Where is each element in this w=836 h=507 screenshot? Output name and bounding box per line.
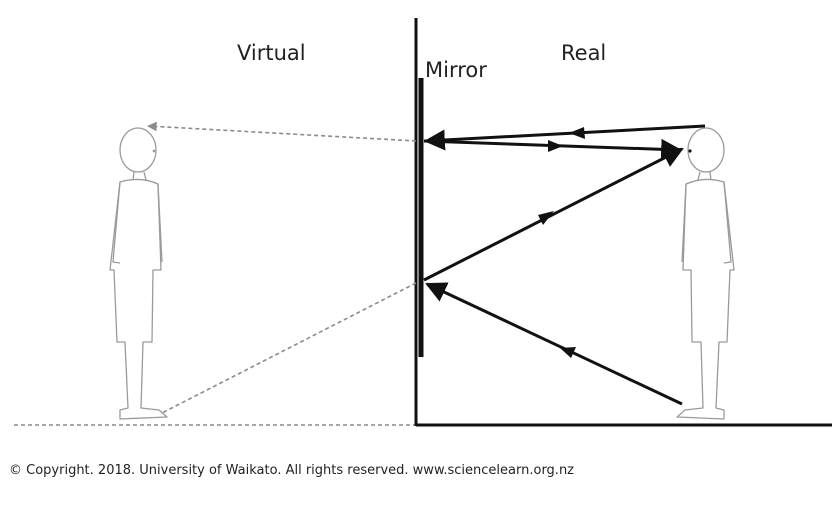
virtual-label: Virtual bbox=[237, 41, 306, 65]
real-label: Real bbox=[561, 41, 607, 65]
ray-head-mid-arrow bbox=[569, 127, 585, 139]
ray-eye-top-mid-arrow bbox=[548, 140, 563, 152]
ray-feet-mid-arrow bbox=[560, 347, 576, 358]
real-person bbox=[676, 127, 735, 420]
copyright-notice: © Copyright. 2018. University of Waikato… bbox=[9, 463, 575, 478]
virtual-ray-eye bbox=[147, 121, 417, 142]
ray-eye-bottom-mid-arrow bbox=[538, 211, 554, 225]
mirror-label: Mirror bbox=[425, 58, 487, 82]
virtual-person bbox=[109, 127, 168, 420]
ray-feet-to-mirror bbox=[425, 282, 683, 406]
ray-mirror-to-eye-bottom bbox=[423, 147, 684, 282]
ray-head-to-mirror bbox=[423, 124, 706, 151]
virtual-ray-feet bbox=[161, 282, 417, 414]
